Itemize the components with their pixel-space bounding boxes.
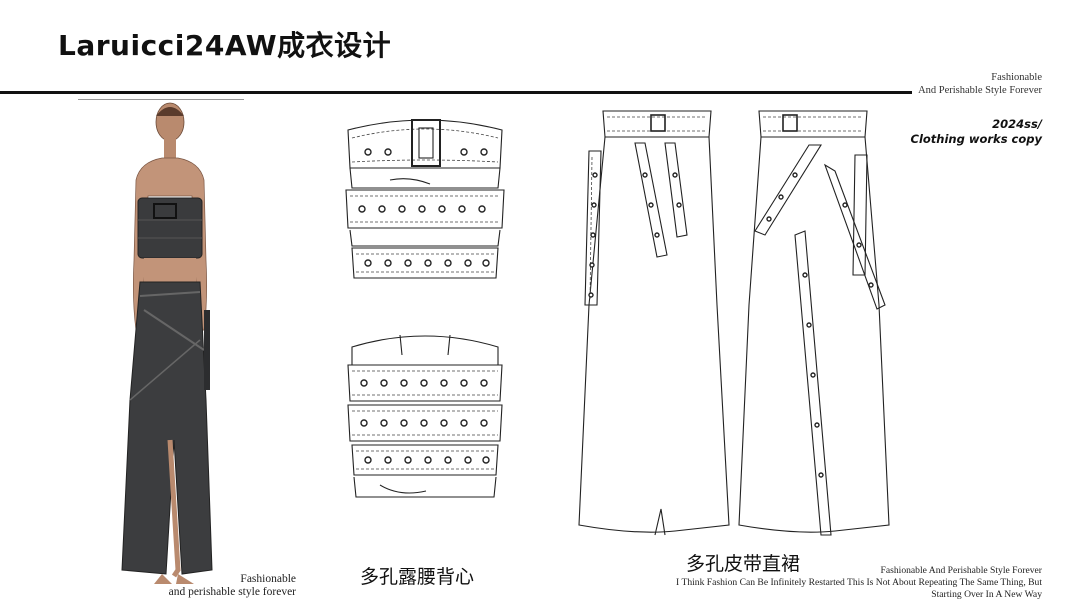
footer-quote-line3: Starting Over In A New Way xyxy=(931,589,1042,600)
header-tagline-line1: Fashionable xyxy=(991,72,1042,83)
season-label-line1: 2024ss/ xyxy=(992,117,1042,131)
thin-divider xyxy=(78,99,244,100)
header-tagline-line2: And Perishable Style Forever xyxy=(918,85,1042,96)
model-illustration xyxy=(121,102,213,584)
season-label: 2024ss/ Clothing works copy xyxy=(911,117,1042,147)
header-tagline: Fashionable And Perishable Style Forever xyxy=(918,71,1042,97)
footer-left-line1: Fashionable xyxy=(240,573,296,585)
caption-top: 多孔露腰背心 xyxy=(360,566,475,588)
footer-left-line2: and perishable style forever xyxy=(168,586,296,598)
footer-quote: Fashionable And Perishable Style Forever… xyxy=(642,565,1042,601)
footer-quote-line1: Fashionable And Perishable Style Forever xyxy=(880,565,1042,576)
footer-quote-line2: I Think Fashion Can Be Infinitely Restar… xyxy=(676,577,1042,588)
page-title: Laruicci24AW成衣设计 xyxy=(58,29,392,62)
season-label-line2: Clothing works copy xyxy=(910,132,1042,146)
top-back-sketch xyxy=(347,334,503,498)
header-divider xyxy=(0,91,912,94)
top-front-sketch xyxy=(345,119,505,279)
footer-left: Fashionable and perishable style forever xyxy=(168,573,296,599)
skirt-back-sketch xyxy=(738,110,890,536)
skirt-front-sketch xyxy=(578,110,730,536)
caption-skirt: 多孔皮带直裙 xyxy=(686,553,801,575)
